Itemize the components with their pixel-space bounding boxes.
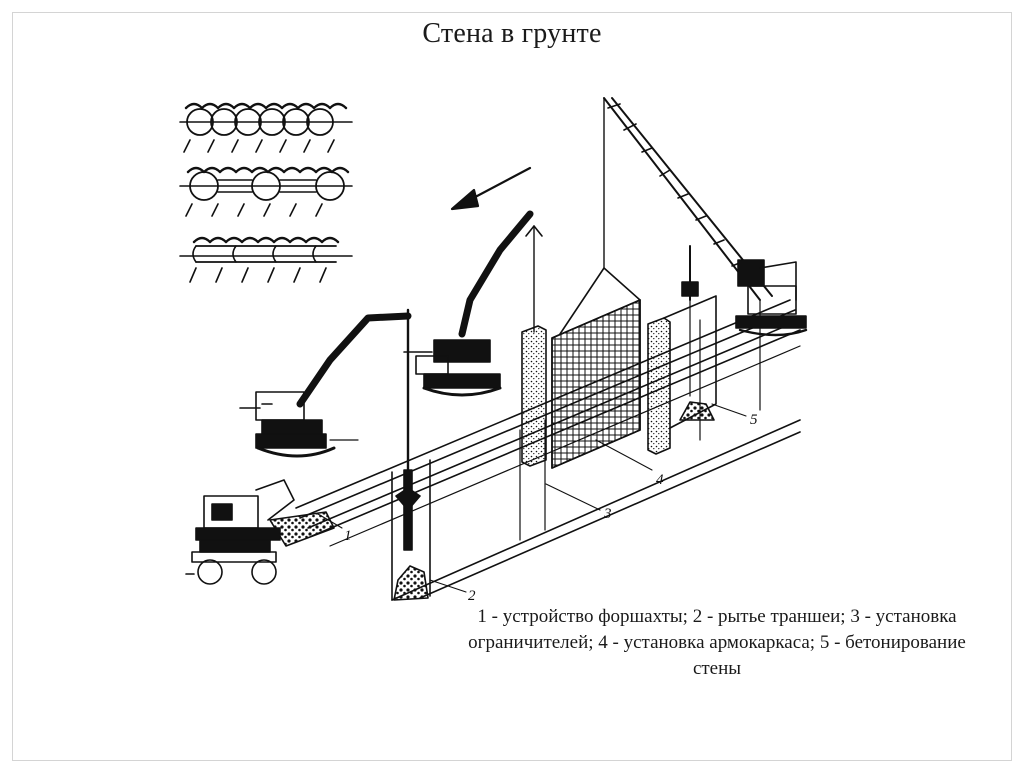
plan-view-panels [179, 236, 353, 283]
rebar-cage [551, 97, 641, 469]
callout-5: 5 [750, 412, 758, 428]
grab-excavator-middle [403, 210, 534, 397]
callout-4: 4 [656, 472, 664, 488]
slide-frame [12, 12, 1012, 761]
leader-lines [317, 403, 747, 593]
slide-title: Стена в грунте [422, 18, 602, 49]
callout-2: 2 [468, 588, 476, 604]
callout-1: 1 [344, 528, 352, 544]
legend-caption: 1 - устройство форшахты; 2 - рытье транш… [468, 606, 966, 679]
concrete-panel [647, 245, 717, 455]
callout-3: 3 [603, 506, 612, 522]
plan-view-secant-piles [179, 102, 353, 153]
guide-wall-trench [295, 299, 801, 601]
direction-arrow [450, 166, 532, 211]
excavated-soil [393, 401, 715, 601]
plan-view-contiguous-piles [179, 166, 353, 217]
grab-excavator-left [239, 308, 421, 551]
joint-limiter [521, 225, 547, 467]
crawler-crane [603, 97, 808, 337]
front-loader [185, 479, 335, 585]
